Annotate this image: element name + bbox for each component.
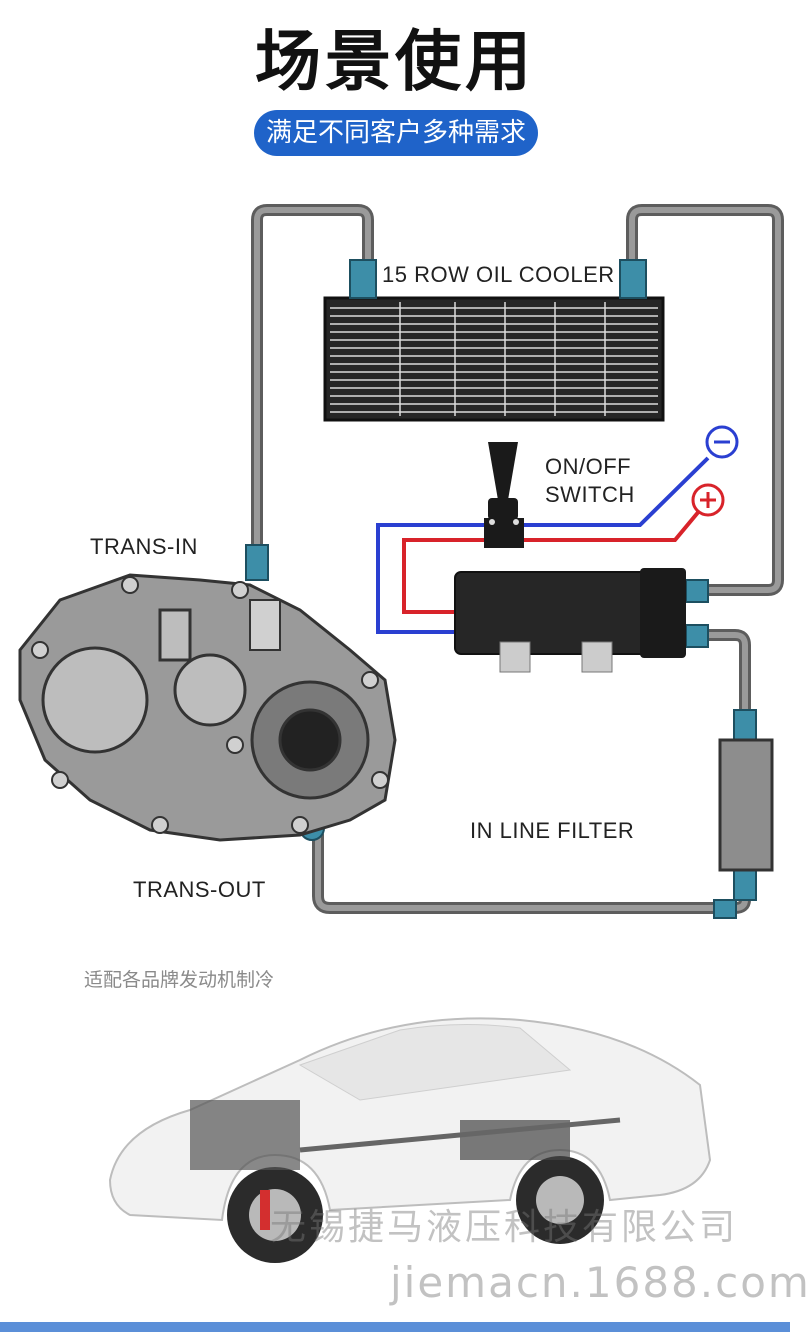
url-watermark: jiemacn.1688.com	[390, 1258, 811, 1307]
oil-cooler	[323, 259, 665, 422]
photo-caption: 适配各品牌发动机制冷	[84, 969, 275, 991]
bottom-bar	[0, 1322, 790, 1332]
subtitle-badge: 满足不同客户多种需求	[254, 110, 538, 156]
oil-cooler-label: 15 ROW OIL COOLER	[382, 262, 615, 287]
negative-wire	[376, 456, 710, 634]
trans-in-label: TRANS-IN	[90, 534, 198, 559]
switch-label-line1: ON/OFF	[545, 454, 632, 479]
minus-terminal-icon	[705, 425, 739, 459]
hose-lines-inner	[254, 207, 781, 911]
transmission-housing	[18, 573, 397, 842]
company-watermark: 无锡捷马液压科技有限公司	[270, 1207, 739, 1248]
inline-filter-label: IN LINE FILTER	[470, 818, 635, 843]
page-title: 场景使用	[255, 23, 535, 100]
pump-motor	[454, 568, 686, 673]
switch-label-line2: SWITCH	[545, 482, 635, 507]
car-cutaway-image	[108, 1017, 712, 1263]
oil-cooler-diagram	[18, 204, 784, 919]
inline-filter	[718, 738, 774, 872]
positive-wire	[402, 508, 702, 614]
trans-out-label: TRANS-OUT	[133, 877, 266, 902]
plus-terminal-icon	[691, 483, 725, 517]
on-off-switch	[484, 442, 524, 548]
